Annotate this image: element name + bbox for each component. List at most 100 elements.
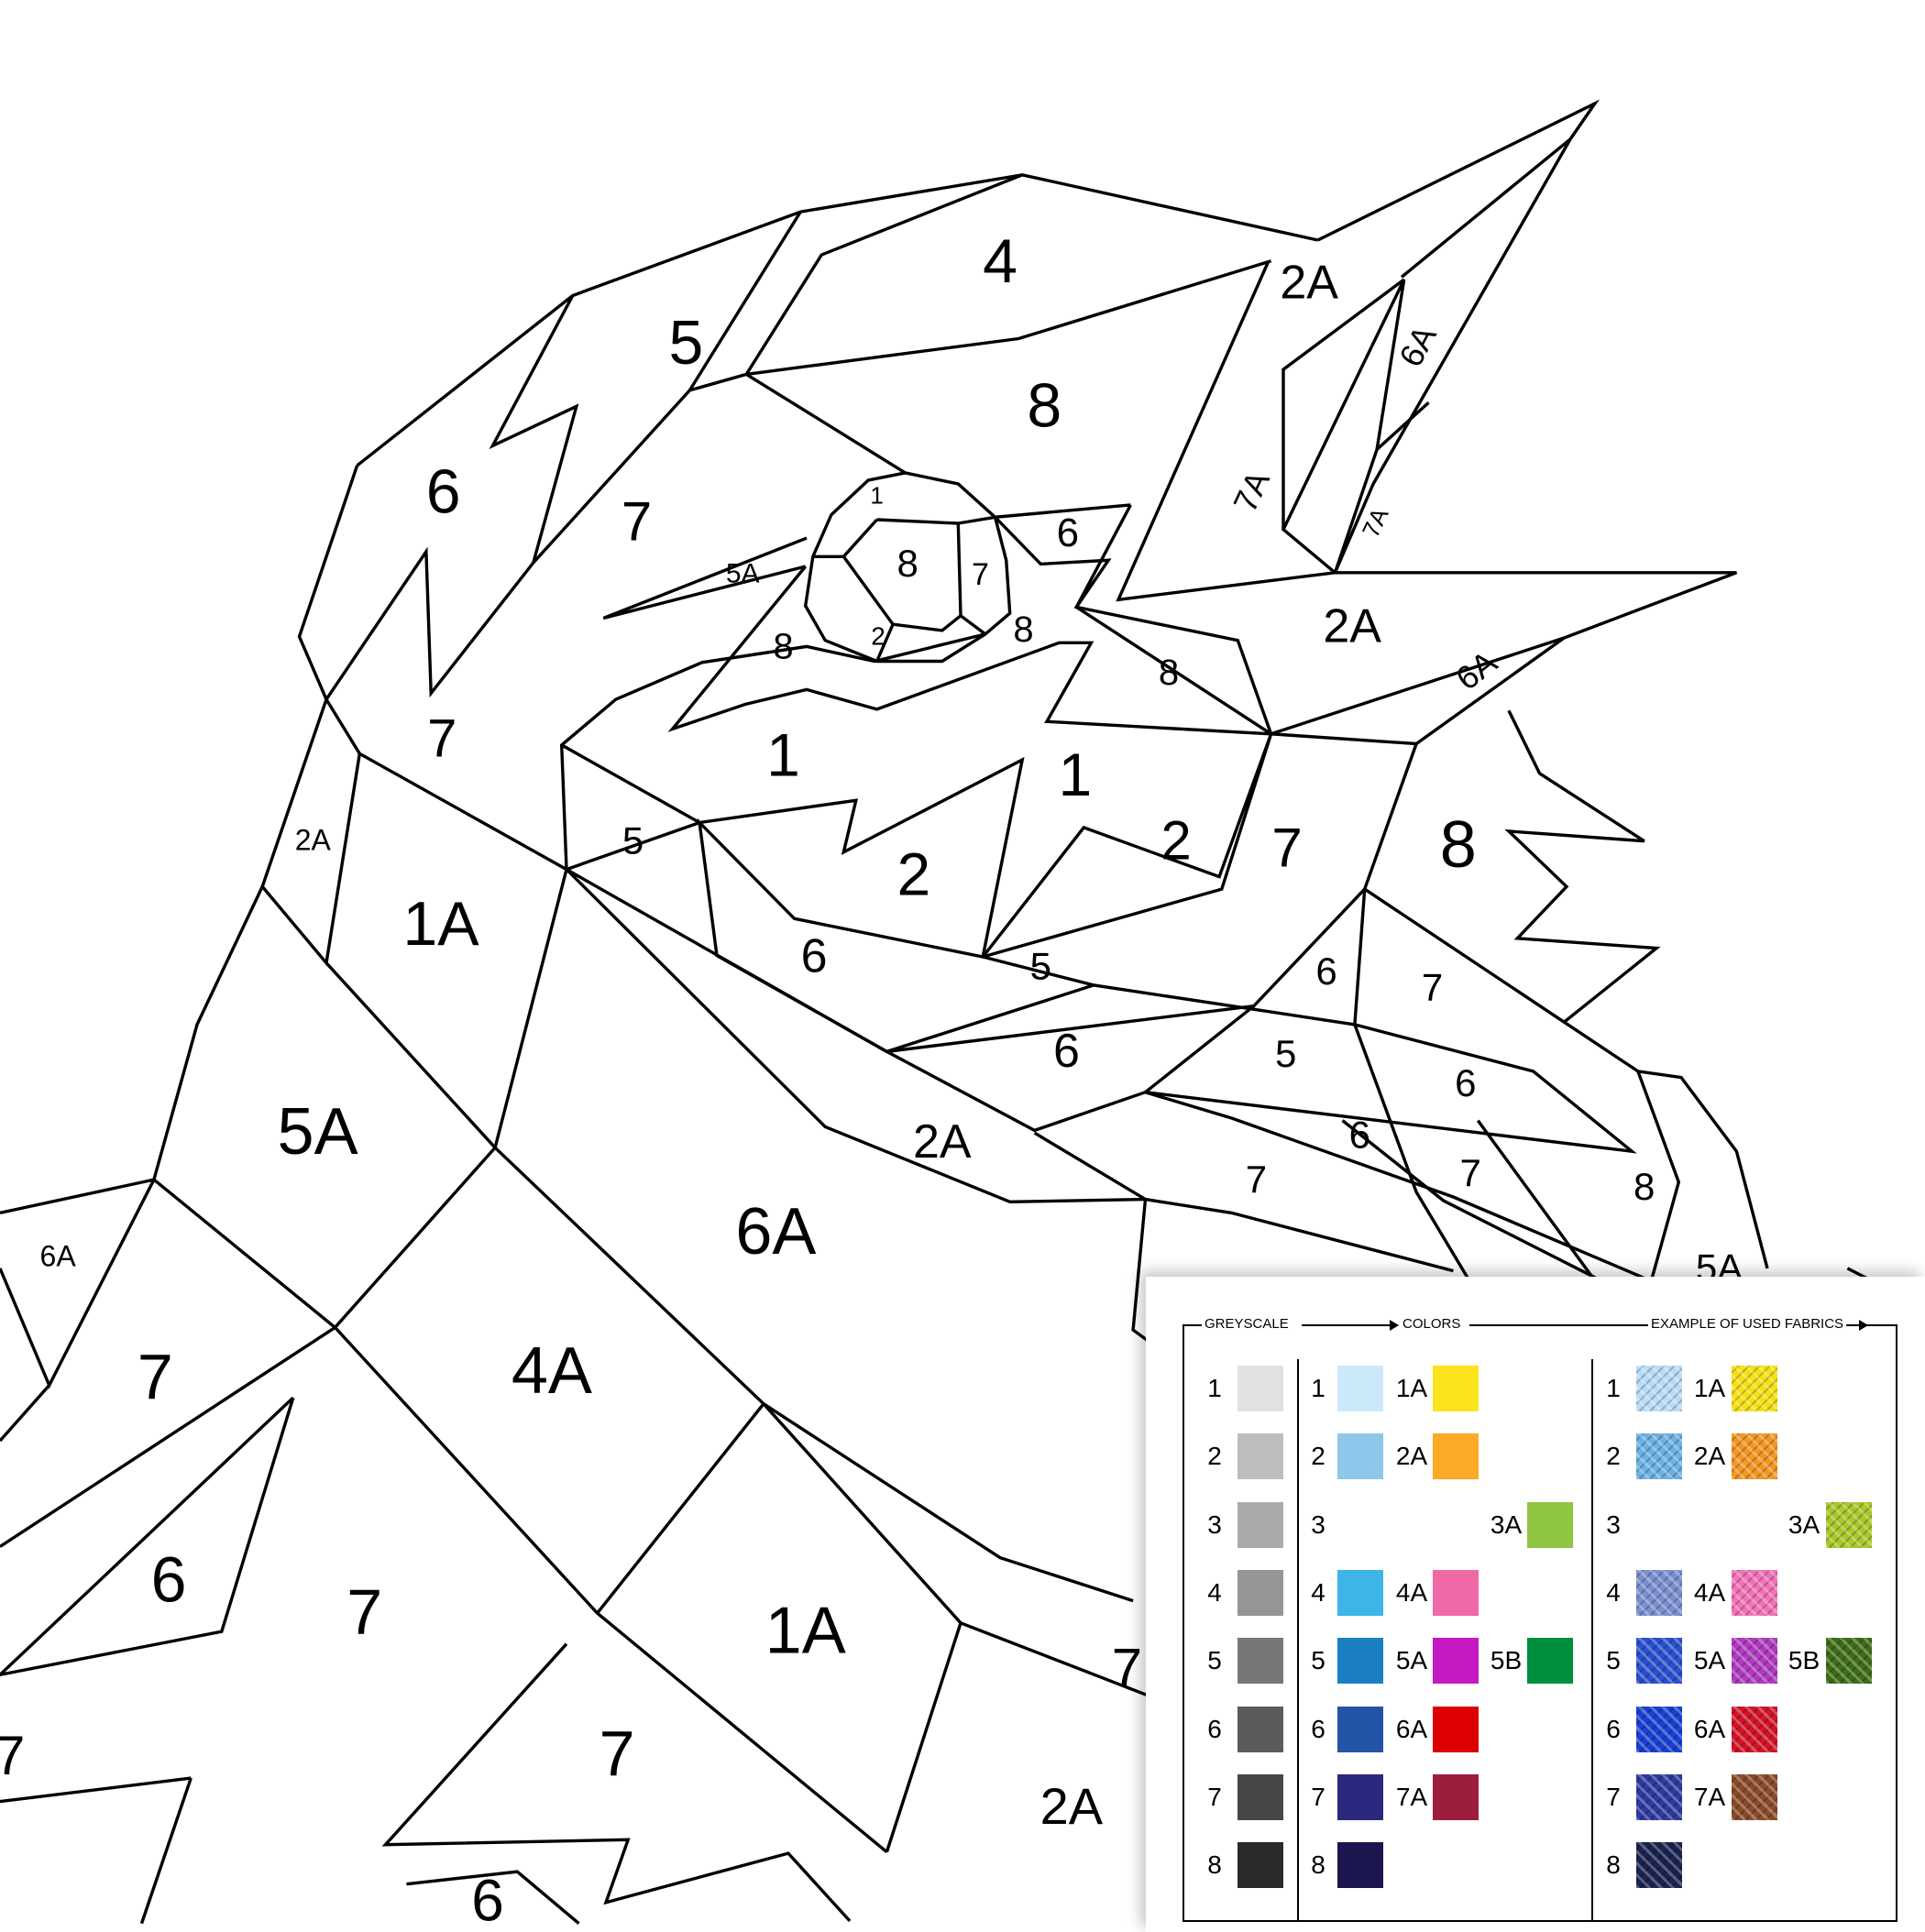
region-label: 5: [1030, 944, 1051, 987]
region-outline: [324, 961, 1152, 1698]
region-outline: [1145, 1091, 1652, 1282]
fabric-number: 6: [1606, 1714, 1621, 1743]
color-swatch: [1337, 1433, 1383, 1480]
region-label: 1: [766, 720, 800, 788]
region-label: 8: [1027, 370, 1062, 440]
fabric-number: 2: [1606, 1442, 1621, 1471]
region-outline: [875, 623, 895, 663]
fabric-number-a: 7A: [1693, 1782, 1726, 1811]
region-label: 8: [1634, 1165, 1655, 1208]
color-swatch: [1337, 1773, 1383, 1820]
color-number: 1: [1311, 1374, 1326, 1402]
color-number-a: 1A: [1395, 1374, 1428, 1402]
region-outline: [356, 173, 1318, 467]
region-outline: [0, 869, 568, 1548]
fabric-swatch-a: [1732, 1638, 1777, 1685]
region-outline: [1033, 1131, 1147, 1202]
fabric-swatch-a: [1826, 1501, 1872, 1548]
region-label: 7: [622, 491, 652, 553]
region-outline: [560, 743, 700, 824]
region-label: 2A: [295, 823, 332, 856]
color-number-a: 4A: [1395, 1577, 1428, 1607]
greyscale-swatch: [1238, 1638, 1283, 1685]
region-outline: [1363, 887, 1769, 1269]
region-label: 6A: [1448, 643, 1503, 697]
region-label: 6: [1053, 1025, 1080, 1078]
region-label: 7: [138, 1341, 173, 1412]
greyscale-swatch: [1238, 1773, 1283, 1820]
greyscale-number: 6: [1207, 1714, 1222, 1743]
region-outline: [596, 1402, 765, 1615]
region-label: 5: [668, 308, 703, 378]
legend-column-divider: [1297, 1359, 1299, 1920]
region-label: 5A: [726, 558, 760, 588]
fabric-number-a: 5A: [1693, 1646, 1726, 1675]
region-outline: [381, 1642, 852, 1923]
region-label: 6: [151, 1544, 187, 1616]
fabric-swatch: [1636, 1842, 1682, 1889]
fabric-number-a: 3A: [1788, 1509, 1820, 1539]
fabric-swatch: [1636, 1366, 1682, 1411]
region-label: 7: [1246, 1158, 1267, 1201]
region-label: 6: [801, 929, 828, 982]
region-label: 1A: [765, 1594, 846, 1667]
arrow-right-icon: [1390, 1320, 1399, 1331]
region-label: 5A: [278, 1095, 358, 1169]
color-swatch-a: [1433, 1773, 1479, 1820]
region-label: 8: [1013, 609, 1033, 650]
region-label: 5: [1275, 1032, 1296, 1075]
fabric-number: 5: [1606, 1646, 1621, 1675]
region-label: 6: [1349, 1114, 1370, 1157]
region-label: 2A: [1040, 1777, 1104, 1835]
color-swatch-b: [1527, 1638, 1573, 1685]
color-swatch-a: [1433, 1638, 1479, 1685]
region-outline: [1145, 1197, 1454, 1273]
region-outline: [745, 372, 907, 475]
region-label: 8: [773, 627, 793, 667]
legend-rule: [1852, 1324, 1896, 1326]
greyscale-swatch: [1238, 1366, 1283, 1411]
fabric-number: 8: [1606, 1850, 1621, 1880]
fabric-number-a: 1A: [1693, 1374, 1726, 1402]
color-swatch-a: [1433, 1366, 1479, 1411]
region-outline: [1341, 1119, 1602, 1282]
region-outline: [1141, 1004, 1637, 1154]
region-outline: [1476, 1119, 1597, 1282]
fabric-swatch: [1636, 1433, 1682, 1480]
fabric-swatch: [1636, 1706, 1682, 1752]
region-label: 7A: [1226, 466, 1277, 518]
region-outline: [803, 471, 1012, 664]
greyscale-header: GREYSCALE: [1202, 1313, 1292, 1335]
region-outline: [565, 868, 1146, 1204]
color-swatch: [1337, 1842, 1383, 1889]
region-outline: [981, 733, 1273, 959]
color-number-b: 5B: [1490, 1646, 1523, 1675]
legend-column-divider: [1591, 1359, 1593, 1920]
region-label: 8: [1159, 653, 1179, 693]
region-label: 6: [471, 1867, 504, 1932]
region-label: 6: [426, 456, 461, 526]
region-outline: [602, 536, 808, 620]
region-label: 2: [897, 840, 931, 908]
region-outline: [0, 1396, 295, 1677]
legend-arrow-line: [1302, 1324, 1392, 1326]
region-label: 6: [1057, 510, 1079, 555]
region-outline: [1116, 260, 1430, 602]
region-label: 7: [1460, 1151, 1481, 1194]
greyscale-number: 1: [1207, 1374, 1222, 1402]
color-swatch: [1337, 1706, 1383, 1752]
region-label: 7: [427, 709, 456, 769]
region-outline: [1333, 448, 1379, 574]
fabric-number-a: 4A: [1693, 1577, 1726, 1607]
fabric-swatch-b: [1826, 1638, 1872, 1685]
color-number: 4: [1311, 1577, 1326, 1607]
color-number-a: 2A: [1395, 1442, 1428, 1471]
color-swatch: [1337, 1638, 1383, 1685]
region-label: 2: [1160, 810, 1191, 872]
fabric-swatch: [1636, 1638, 1682, 1685]
colors-header: COLORS: [1400, 1313, 1464, 1335]
region-outline: [0, 1776, 192, 1804]
region-label: 2A: [1323, 599, 1381, 653]
